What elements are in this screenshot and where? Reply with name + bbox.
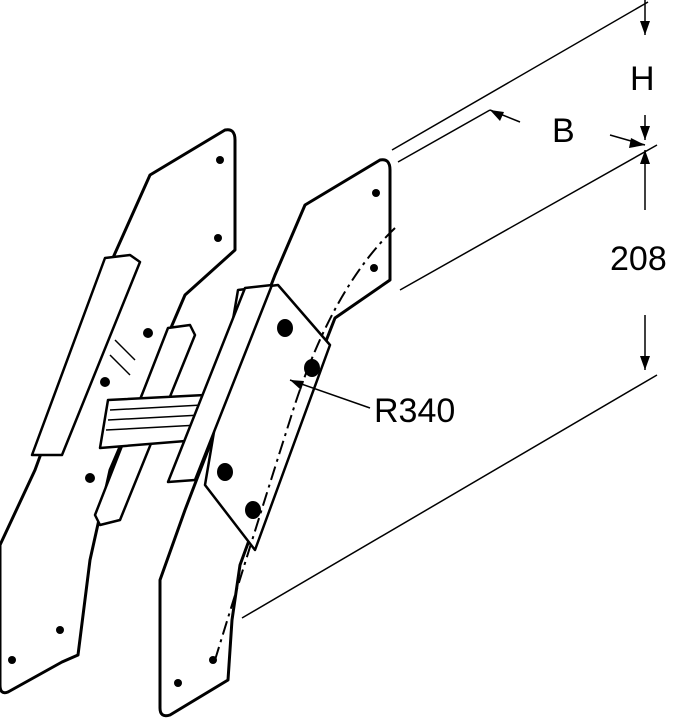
radius-arc bbox=[214, 227, 396, 661]
left-splice-bar bbox=[30, 253, 142, 457]
width-label: B bbox=[552, 112, 575, 150]
dimension-lines bbox=[241, 0, 658, 619]
right-splice-bar bbox=[166, 283, 274, 484]
left-cross-bar-ridges bbox=[105, 339, 203, 431]
dimension-208-label: 208 bbox=[610, 240, 667, 278]
height-label: H bbox=[630, 60, 655, 98]
bolt-holes bbox=[8, 156, 380, 687]
dimension-arrows bbox=[290, 21, 650, 390]
right-splice-plate bbox=[203, 283, 332, 552]
radius-label: R340 bbox=[374, 392, 456, 430]
